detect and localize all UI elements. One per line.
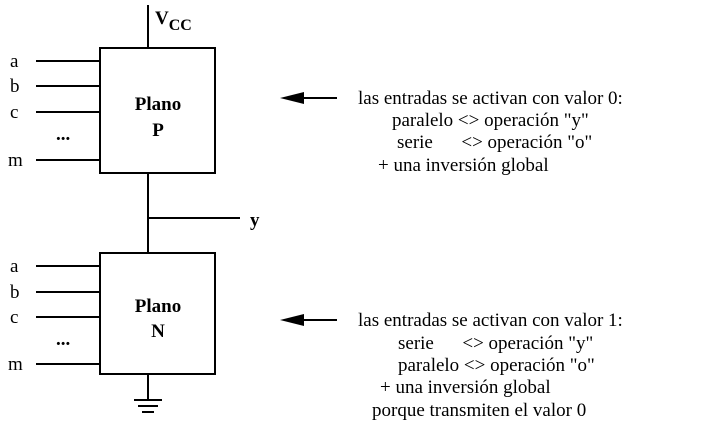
note-p-line-3: serie <> operación "o" bbox=[397, 132, 592, 153]
plane-n-input-b: b bbox=[10, 282, 20, 303]
left-arrow-icon bbox=[280, 92, 337, 104]
note-n-line-4: + una inversión global bbox=[380, 377, 551, 398]
output-label: y bbox=[250, 210, 260, 231]
note-p-line-1: las entradas se activan con valor 0: bbox=[358, 88, 623, 109]
plane-n-letter: N bbox=[151, 321, 165, 342]
ground-icon bbox=[134, 374, 162, 413]
note-p: las entradas se activan con valor 0: par… bbox=[358, 88, 623, 176]
note-n-line-1: las entradas se activan con valor 1: bbox=[358, 310, 623, 331]
plane-p-inputs bbox=[36, 60, 100, 161]
plane-n-title: Plano bbox=[135, 296, 181, 317]
plane-n-input-c: c bbox=[10, 307, 18, 328]
plane-p-input-a: a bbox=[10, 51, 19, 72]
plane-n-block bbox=[99, 252, 216, 375]
plane-p-input-b: b bbox=[10, 76, 20, 97]
note-n-line-5: porque transmiten el valor 0 bbox=[372, 400, 586, 421]
note-n-line-2: serie <> operación "y" bbox=[398, 333, 593, 354]
note-n: las entradas se activan con valor 1: ser… bbox=[358, 310, 623, 421]
note-p-line-2: paralelo <> operación "y" bbox=[392, 110, 589, 131]
plane-n-input-a: a bbox=[10, 256, 19, 277]
plane-n-input-m: m bbox=[8, 354, 23, 375]
plane-p-letter: P bbox=[152, 120, 164, 141]
plane-n-inputs bbox=[36, 265, 100, 365]
plane-n-input-ellipsis: ... bbox=[56, 329, 70, 350]
plane-p-input-c: c bbox=[10, 102, 18, 123]
left-arrow-icon bbox=[280, 314, 337, 326]
note-p-line-4: + una inversión global bbox=[378, 155, 549, 176]
plane-p-input-ellipsis: ... bbox=[56, 124, 70, 145]
plane-p-title: Plano bbox=[135, 94, 181, 115]
plane-p-input-m: m bbox=[8, 150, 23, 171]
note-n-line-3: paralelo <> operación "o" bbox=[398, 355, 595, 376]
vcc-label: VCC bbox=[155, 8, 192, 34]
plane-p-block bbox=[99, 47, 216, 174]
